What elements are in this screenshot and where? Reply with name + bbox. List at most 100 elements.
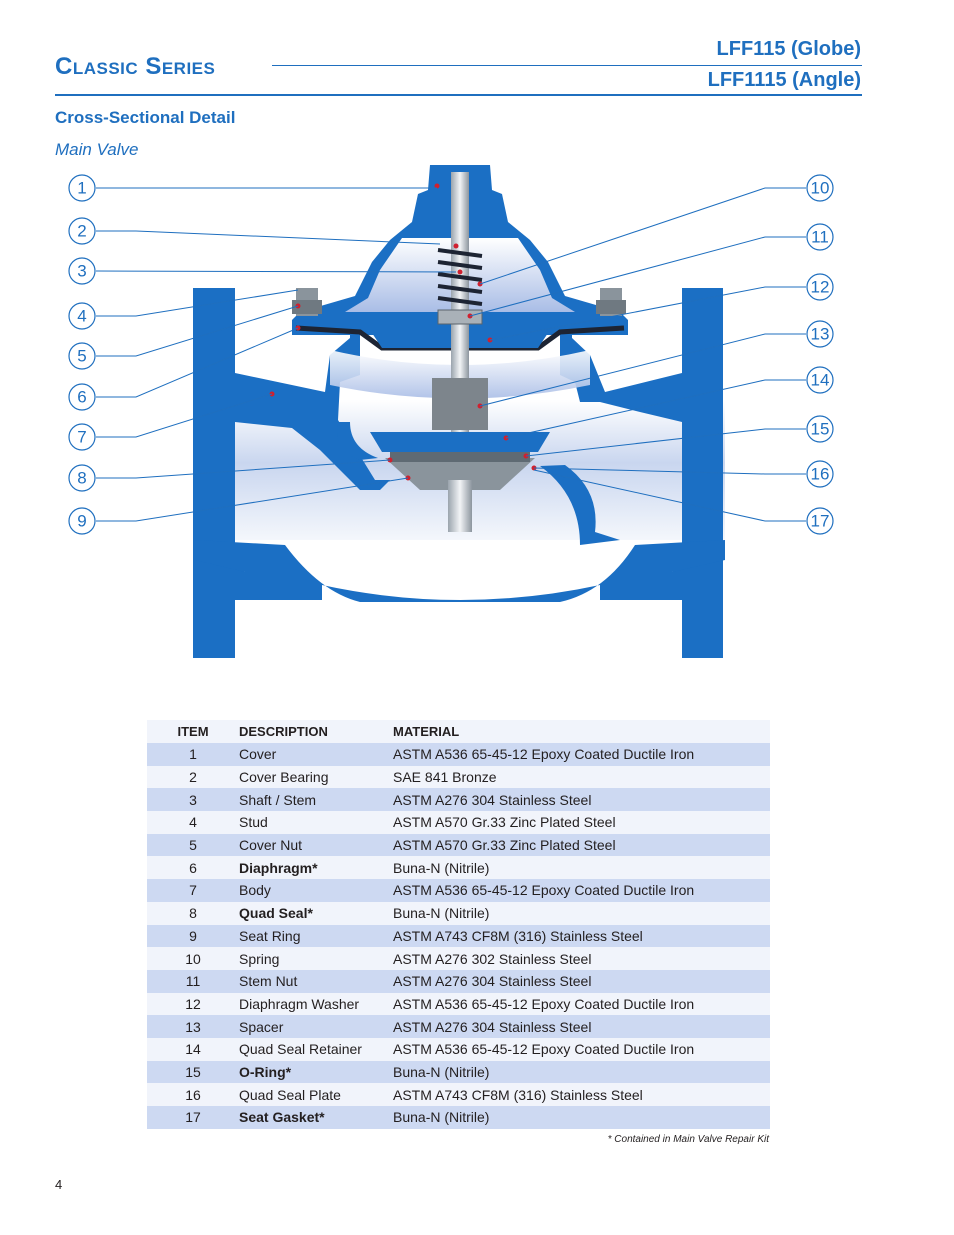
svg-text:6: 6 [77,388,86,407]
svg-text:12: 12 [811,278,830,297]
cell-material: ASTM A276 302 Stainless Steel [393,947,770,970]
callout-4: 4 [68,302,96,330]
cell-item: 9 [147,924,239,948]
cell-material: ASTM A536 65-45-12 Epoxy Coated Ductile … [393,743,770,766]
cell-description: Quad Seal* [239,901,393,925]
cell-material: ASTM A743 CF8M (316) Stainless Steel [393,924,770,948]
leader-lines-left [95,187,457,522]
cell-description: O-Ring* [239,1060,393,1084]
cell-description: Body [239,879,393,902]
cell-item: 15 [147,1060,239,1084]
callout-5: 5 [68,342,96,370]
cell-material: ASTM A536 65-45-12 Epoxy Coated Ductile … [393,992,770,1016]
cell-item: 14 [147,1037,239,1061]
svg-text:4: 4 [77,307,86,326]
callout-12: 12 [806,273,834,301]
cell-item: 8 [147,901,239,925]
cell-material: ASTM A536 65-45-12 Epoxy Coated Ductile … [393,879,770,902]
callout-2: 2 [68,217,96,245]
cell-material: Buna-N (Nitrile) [393,1060,770,1084]
cell-item: 3 [147,788,239,812]
cell-description: Cover Nut [239,833,393,857]
cell-material: ASTM A276 304 Stainless Steel [393,788,770,812]
cell-description: Seat Ring [239,924,393,948]
cell-description: Stem Nut [239,969,393,993]
cell-material: ASTM A743 CF8M (316) Stainless Steel [393,1083,770,1106]
svg-text:2: 2 [77,222,86,241]
cell-item: 16 [147,1083,239,1106]
stem-nut [437,309,483,325]
svg-text:3: 3 [77,262,86,281]
cell-material: ASTM A536 65-45-12 Epoxy Coated Ductile … [393,1037,770,1061]
cell-description: Spring [239,947,393,970]
callout-11: 11 [806,223,834,251]
callout-17: 17 [806,507,834,535]
leader-lines-right [469,187,806,522]
svg-text:1: 1 [77,179,86,198]
cell-item: 10 [147,947,239,970]
quad-seal-plate [385,458,535,490]
cell-material: SAE 841 Bronze [393,765,770,789]
cell-description: Cover Bearing [239,765,393,789]
cell-item: 7 [147,879,239,902]
cell-item: 12 [147,992,239,1016]
cell-description: Quad Seal Plate [239,1083,393,1106]
section-title: Cross-Sectional Detail [55,108,236,127]
model-angle-title: LFF1115 (Angle) [707,69,861,91]
cell-description: Cover [239,743,393,766]
cell-material: ASTM A570 Gr.33 Zinc Plated Steel [393,811,770,834]
cell-description: Diaphragm Washer [239,992,393,1016]
header-rule-bottom [55,94,862,96]
svg-text:13: 13 [811,325,830,344]
callout-14: 14 [806,366,834,394]
cell-description: Diaphragm* [239,856,393,880]
cell-description: Stud [239,811,393,834]
cell-description: Seat Gasket* [239,1106,393,1129]
page-number: 4 [55,1177,63,1192]
section-subtitle: Main Valve [55,140,139,159]
series-title: Classic Series [55,53,216,80]
repair-kit-footnote: * Contained in Main Valve Repair Kit [607,1134,769,1145]
header-description: DESCRIPTION [239,720,393,743]
cell-item: 1 [147,743,239,766]
svg-text:8: 8 [77,469,86,488]
cell-material: Buna-N (Nitrile) [393,1106,770,1129]
svg-text:14: 14 [811,371,830,390]
svg-text:16: 16 [811,465,830,484]
model-globe-title: LFF115 (Globe) [716,38,861,60]
svg-text:10: 10 [811,179,830,198]
svg-text:9: 9 [77,512,86,531]
cell-item: 17 [147,1106,239,1129]
svg-text:17: 17 [811,512,830,531]
callout-1: 1 [68,174,96,202]
cell-item: 6 [147,856,239,880]
header-rule-top [272,65,862,66]
callout-15: 15 [806,415,834,443]
svg-text:7: 7 [77,428,86,447]
cell-item: 13 [147,1015,239,1038]
header-material: MATERIAL [393,720,770,743]
cell-item: 4 [147,811,239,834]
cell-material: ASTM A276 304 Stainless Steel [393,969,770,993]
cell-material: Buna-N (Nitrile) [393,856,770,880]
callout-9: 9 [68,507,96,535]
callout-10: 10 [806,174,834,202]
